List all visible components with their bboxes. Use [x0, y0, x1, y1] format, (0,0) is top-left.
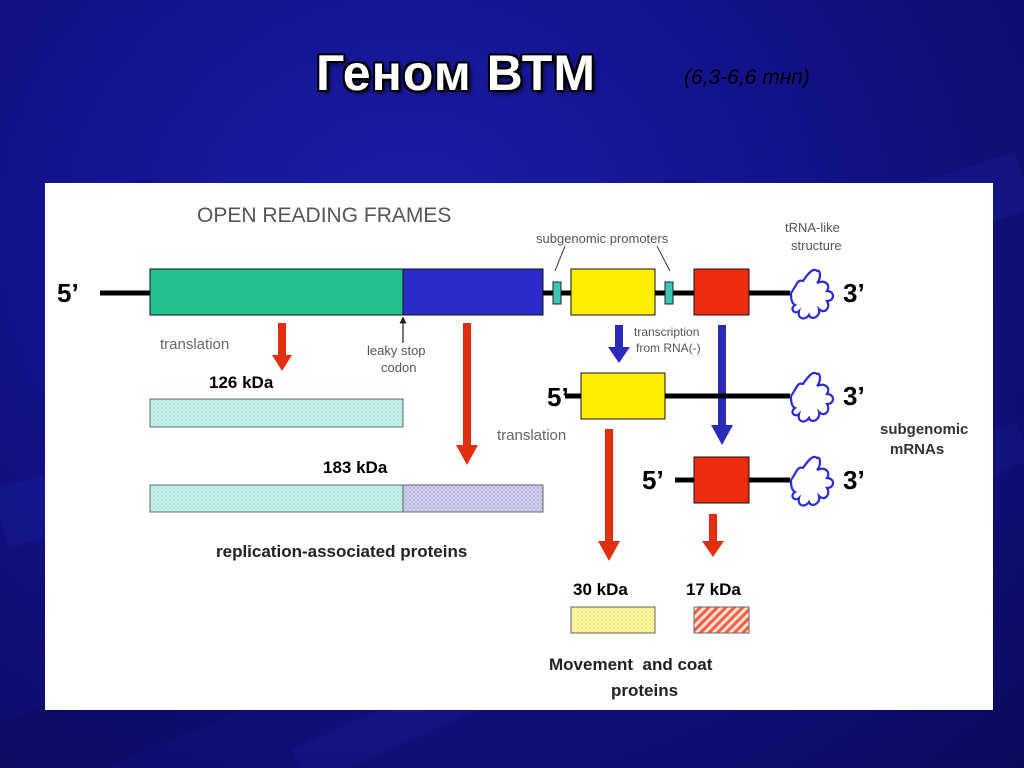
protein-126kda-bar [149, 398, 404, 428]
sgrna2-5prime: 5’ [642, 465, 664, 495]
label-183kda: 183 kDa [323, 458, 388, 477]
transcription-arrow-17 [711, 325, 733, 445]
transcription-line2: from RNA(-) [636, 341, 701, 355]
label-126kda: 126 kDa [209, 373, 274, 392]
genome-5prime: 5’ [57, 278, 79, 308]
sgrna2-17kda-block [693, 456, 750, 504]
trna-structure-sgrna1 [789, 371, 835, 423]
leaky-stop-line1: leaky stop [367, 343, 426, 358]
protein-183kda-bar-readthrough [402, 484, 544, 513]
label-30kda: 30 kDa [573, 580, 628, 599]
translation-arrow-126 [272, 323, 292, 371]
tmv-genome-diagram: OPEN READING FRAMES subgenomic promoters… [57, 204, 968, 700]
translation-label-left: translation [160, 336, 229, 353]
protein-30kda-bar [570, 606, 656, 634]
transcription-line1: transcription [634, 325, 699, 339]
trna-label-line1: tRNA-like [785, 220, 840, 235]
trna-structure-sgrna2 [789, 455, 835, 507]
translation-arrow-183 [456, 323, 478, 465]
transcription-arrow-30 [608, 325, 630, 363]
translation-arrow-30 [598, 429, 620, 561]
subgenomic-mrnas-line2: mRNAs [890, 441, 944, 458]
protein-183kda-bar-part1 [149, 484, 404, 513]
orf-heading: OPEN READING FRAMES [197, 204, 451, 227]
sgrna1-30kda-block [580, 372, 666, 420]
promoter-pointer-right [656, 245, 671, 272]
genome-3prime: 3’ [843, 278, 865, 308]
sgrna1-3prime: 3’ [843, 381, 865, 411]
slide-title: Геном ВТМ [316, 45, 596, 101]
movement-coat-line2: proteins [611, 681, 678, 700]
orf-30kda-block [570, 268, 656, 316]
diagram-panel: OPEN READING FRAMES subgenomic promoters… [45, 183, 993, 710]
promoter-pointer-left [554, 245, 566, 272]
protein-17kda-bar [693, 606, 750, 634]
translation-arrow-17 [702, 514, 724, 557]
orf-readthrough-block [402, 268, 544, 316]
movement-coat-line1: Movement and coat [549, 655, 713, 674]
slide-subtitle: (6,3-6,6 тнп) [684, 66, 810, 89]
trna-structure-genome [789, 268, 835, 320]
orf-17kda-block [693, 268, 750, 316]
translation-label-right: translation [497, 427, 566, 444]
sgrna2-3prime: 3’ [843, 465, 865, 495]
subgenomic-mrnas-line1: subgenomic [880, 421, 968, 438]
label-17kda: 17 kDa [686, 580, 741, 599]
sgrna1-5prime: 5’ [547, 382, 569, 412]
subgenomic-promoter-2 [664, 281, 674, 305]
orf-126kda-block [149, 268, 404, 316]
subgenomic-promoters-label: subgenomic promoters [536, 231, 669, 246]
replication-proteins-label: replication-associated proteins [216, 542, 467, 561]
trna-label-line2: structure [791, 238, 842, 253]
leaky-stop-line2: codon [381, 360, 416, 375]
subgenomic-promoter-1 [552, 281, 562, 305]
